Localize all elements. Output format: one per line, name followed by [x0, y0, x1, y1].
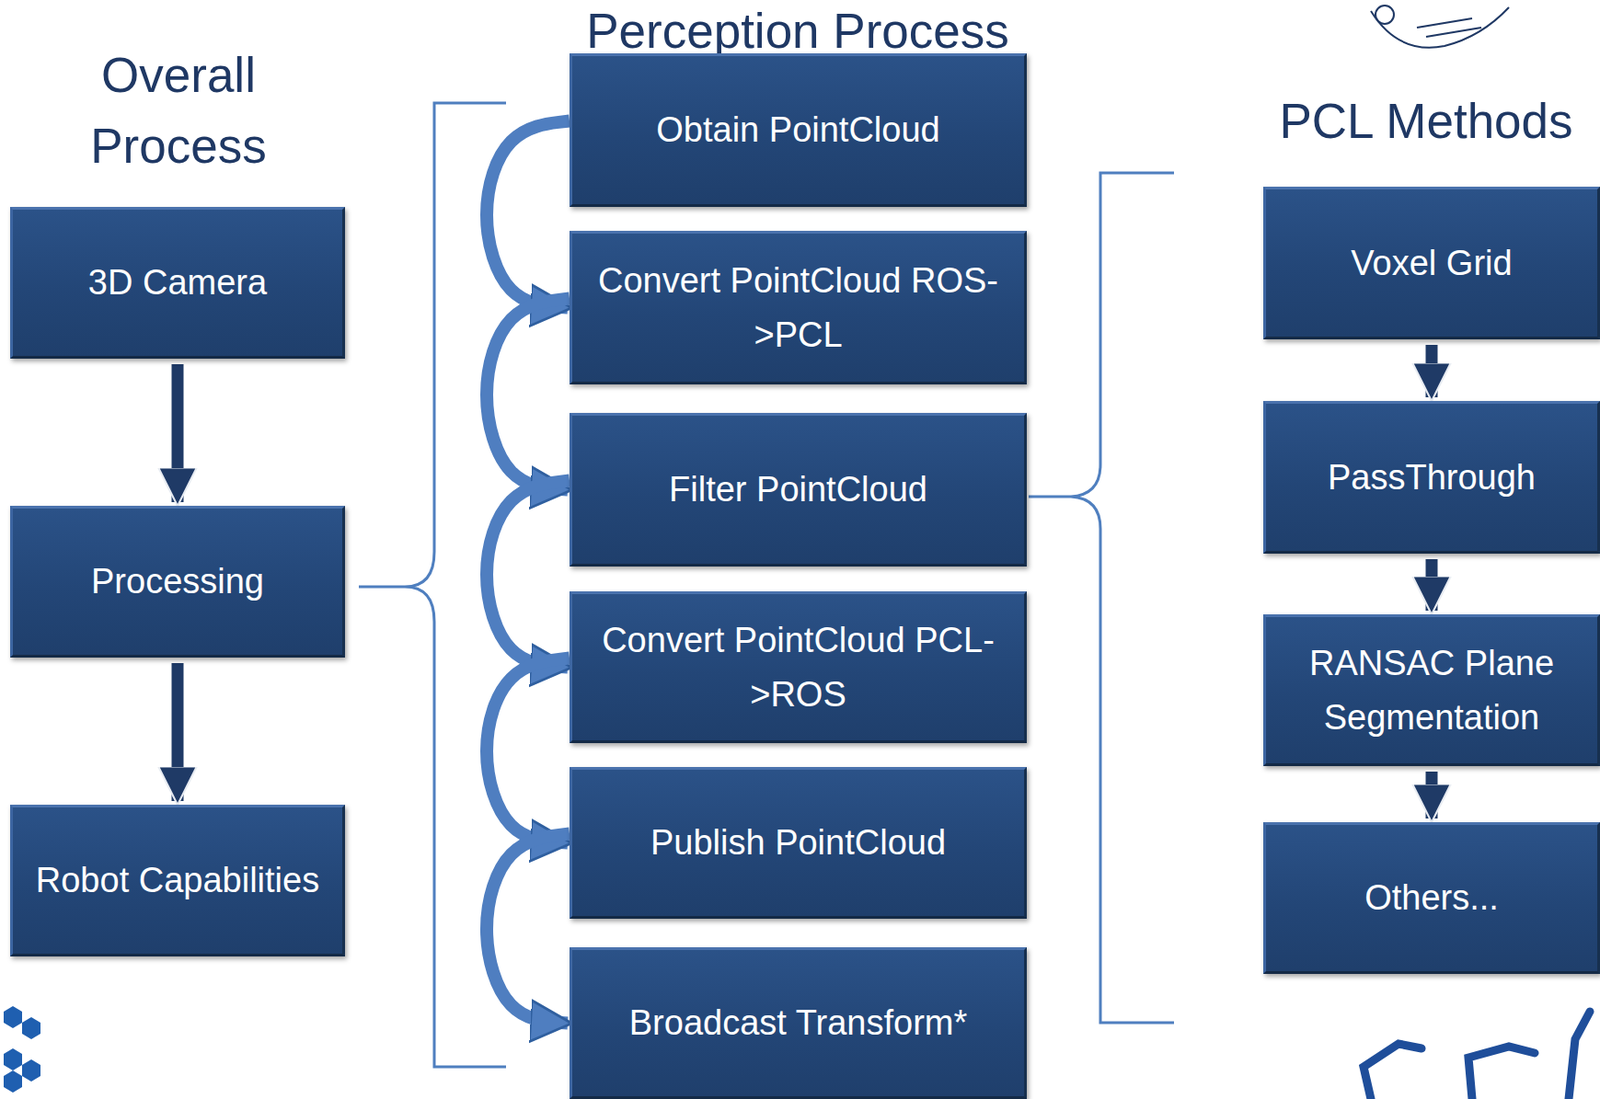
box-label: 3D Camera [88, 255, 267, 311]
box-label: Robot Capabilities [35, 853, 320, 909]
box-label: Broadcast Transform* [629, 996, 967, 1051]
hexagon-logo [3, 1006, 41, 1094]
column-heading: PCL Methods [1255, 86, 1597, 158]
box-label: Convert PointCloud ROS->PCL [588, 253, 1008, 363]
down-arrow [172, 663, 185, 802]
process-box: Voxel Grid [1263, 186, 1600, 340]
curved-arrow [486, 121, 570, 309]
down-arrow [1426, 771, 1439, 819]
process-box: Convert PointCloud PCL->ROS [569, 591, 1027, 744]
column-heading: Overall Process [22, 40, 335, 183]
box-label: Processing [91, 554, 265, 610]
down-arrow [172, 364, 185, 503]
process-box: 3D Camera [10, 207, 346, 359]
box-label: PassThrough [1327, 450, 1536, 506]
process-box: Others... [1263, 822, 1600, 975]
robot-arm-illustration [1363, 1012, 1590, 1099]
curved-arrow [486, 299, 570, 491]
process-box: Publish PointCloud [569, 767, 1027, 920]
box-label: Publish PointCloud [650, 816, 946, 871]
box-label: Others... [1364, 871, 1499, 926]
box-label: Filter PointCloud [668, 462, 928, 518]
box-label: RANSAC Plane Segmentation [1282, 636, 1581, 746]
curved-arrow [486, 481, 570, 668]
bracket [1028, 172, 1175, 1024]
curved-arrow [486, 658, 570, 844]
process-box: Obtain PointCloud [569, 53, 1027, 208]
process-box: PassThrough [1263, 401, 1600, 554]
box-label: Voxel Grid [1350, 236, 1512, 291]
process-box: RANSAC Plane Segmentation [1263, 614, 1600, 767]
process-box: Robot Capabilities [10, 805, 346, 957]
process-box: Broadcast Transform* [569, 947, 1027, 1099]
consortium-logo [1370, 5, 1509, 48]
process-box: Processing [10, 506, 346, 658]
box-label: Obtain PointCloud [656, 103, 940, 158]
down-arrow [1426, 345, 1439, 398]
box-label: Convert PointCloud PCL->ROS [588, 613, 1008, 723]
down-arrow [1426, 559, 1439, 611]
process-box: Convert PointCloud ROS->PCL [569, 230, 1027, 385]
curved-arrow [486, 834, 570, 1025]
process-box: Filter PointCloud [569, 413, 1027, 567]
